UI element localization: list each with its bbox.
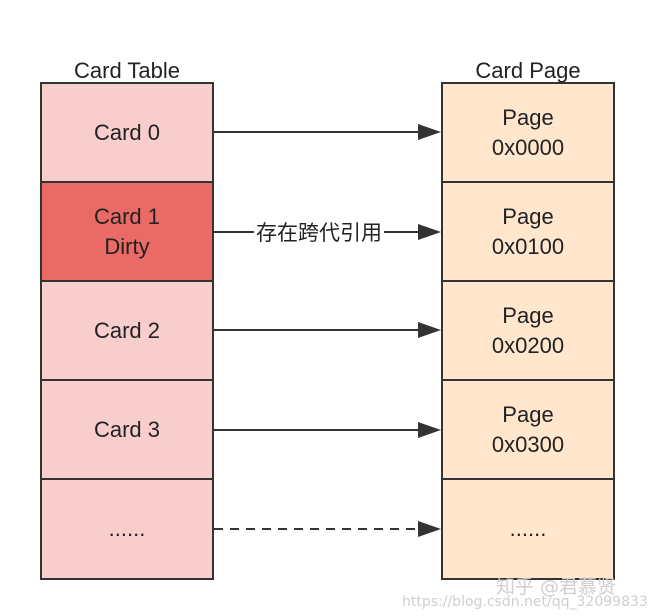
page-cell-1: Page 0x0100 [441,181,615,282]
arrowhead-icon [418,224,441,240]
card-cell-label: Card 1 [93,203,161,229]
page-cell-label: Page [502,203,554,229]
card-table-title: Card Table [74,58,180,83]
page-cell-3: Page 0x0300 [441,379,615,480]
card-cell-3: Card 3 [40,379,214,480]
page-cell-label: Page [502,302,554,328]
csdn-watermark: https://blog.csdn.net/qq_32099833 [402,594,648,610]
arrow-dashed-ellipsis [214,521,441,537]
card-cell-sublabel: Dirty [104,233,150,259]
card-page-title: Card Page [475,58,581,83]
page-cell-address: 0x0300 [491,431,565,457]
cross-generation-reference-label: 存在跨代引用 [254,220,384,246]
arrowhead-icon [418,322,441,338]
card-cell-2: Card 2 [40,280,214,381]
page-cell-address: 0x0100 [491,233,565,259]
card-cell-label: Card 0 [93,119,161,145]
page-cell-label: Page [502,401,554,427]
page-cell-ellipsis: ...... [441,478,615,580]
page-cell-label: Page [502,104,554,130]
card-cell-0: Card 0 [40,82,214,183]
card-cell-label: Card 3 [93,416,161,442]
arrow-card2-page0200 [214,322,441,338]
arrow-card0-page0000 [214,124,441,140]
card-cell-label: ...... [108,516,146,541]
page-cell-label: ...... [509,516,547,541]
zhihu-watermark: 知乎 @君慕贤 [496,576,617,598]
arrowhead-icon [418,521,441,537]
card-cell-ellipsis: ...... [40,478,214,580]
page-cell-address: 0x0000 [491,134,565,160]
arrow-card3-page0300 [214,422,441,438]
page-cell-address: 0x0200 [491,332,565,358]
card-cell-label: Card 2 [93,317,161,343]
card-cell-1-dirty: Card 1 Dirty [40,181,214,282]
arrowhead-icon [418,124,441,140]
arrowhead-icon [418,422,441,438]
